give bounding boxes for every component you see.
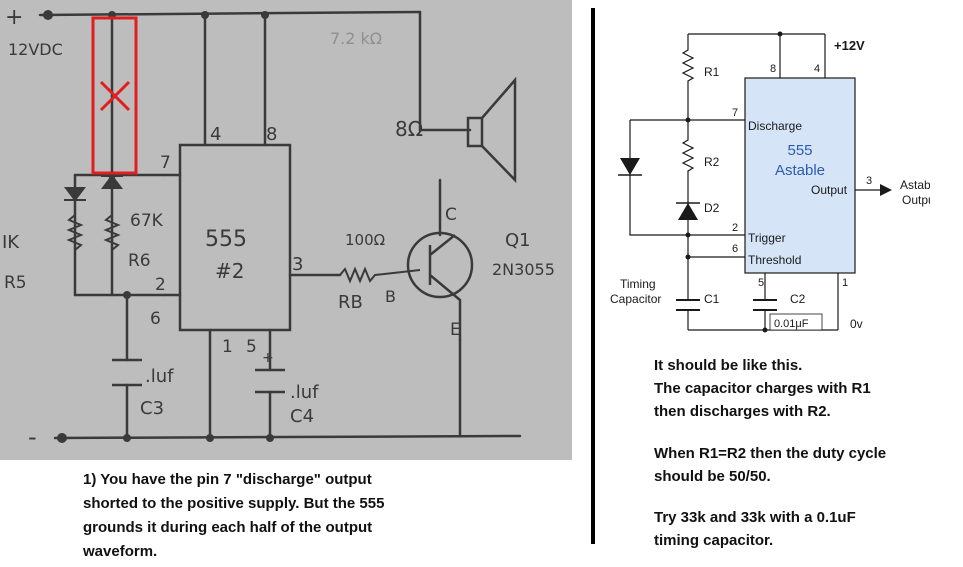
ic-pin2-label: 2 — [155, 275, 166, 295]
right-note-line: It should be like this. — [654, 357, 803, 374]
discharge-pin-label: Discharge — [748, 119, 802, 133]
right-note-line: then discharges with R2. — [654, 403, 831, 420]
right-note-line: timing capacitor. — [654, 532, 774, 549]
r5-name-label: R5 — [4, 273, 27, 293]
right-note-line: The capacitor charges with R1 — [654, 380, 871, 397]
transistor-name-label: Q1 — [505, 230, 531, 251]
ic-pin5-label: 5 — [246, 337, 257, 357]
r6-value-label: 67K — [130, 211, 164, 231]
pin1-number: 1 — [842, 277, 848, 289]
pin4-number: 4 — [814, 63, 820, 75]
right-note-line: should be 50/50. — [654, 468, 771, 485]
timing-capacitor-label-1: Timing — [620, 277, 656, 291]
ic-555-box — [744, 77, 856, 274]
c1-label: C1 — [704, 292, 720, 306]
astable-output-label-2: Output — [902, 193, 930, 207]
pin8-number: 8 — [770, 63, 776, 75]
c3-name-label: C3 — [140, 398, 164, 419]
d2-label: D2 — [704, 201, 720, 215]
right-note-explanation: It should be like this. The capacitor ch… — [654, 354, 954, 423]
timing-capacitor-label-2: Capacitor — [610, 292, 661, 306]
c2-value-label: 0.01μF — [774, 318, 809, 330]
c2-label: C2 — [790, 292, 806, 306]
left-explanation-note: 1) You have the pin 7 "discharge" output… — [83, 468, 553, 564]
collector-label: C — [445, 205, 457, 225]
c4-value-label: .luf — [290, 382, 319, 403]
astable-555-diagram: +12V R1 R2 D2 555 Astable Discharge Outp… — [600, 20, 930, 340]
ic-number-label: #2 — [215, 259, 244, 283]
red-highlight-box — [91, 16, 138, 175]
red-x-mark — [99, 80, 131, 112]
r6-name-label: R6 — [128, 251, 151, 271]
c4-name-label: C4 — [290, 406, 314, 427]
ic-pin1-label: 1 — [222, 337, 233, 357]
left-note-line: grounds it during each half of the outpu… — [83, 519, 373, 536]
supply-label: +12V — [834, 38, 865, 53]
zero-volt-label: 0v — [850, 317, 863, 331]
left-note-line: shorted to the positive supply. But the … — [83, 495, 385, 512]
pin5-number: 5 — [758, 277, 764, 289]
r5-value-label: IK — [2, 232, 20, 253]
supply-voltage-label: 12VDC — [8, 40, 63, 59]
rb-base-label: B — [385, 287, 396, 306]
right-note-suggestion: Try 33k and 33k with a 0.1uF timing capa… — [654, 506, 954, 552]
r1-label: R1 — [704, 65, 720, 79]
trigger-pin-label: Trigger — [748, 231, 786, 245]
emitter-label: E — [450, 320, 461, 340]
vertical-divider — [591, 8, 595, 544]
faint-top-label: 7.2 kΩ — [330, 29, 382, 48]
left-note-line: waveform. — [83, 543, 158, 560]
ic-title-line2: Astable — [775, 162, 825, 179]
ic-name-label: 555 — [205, 227, 247, 252]
c4-plus-label: + — [262, 350, 274, 366]
hand-drawn-schematic-photo: + 12VDC - IK R5 67K R6 555 #2 4 8 7 2 6 … — [0, 0, 572, 460]
pin2-number: 2 — [732, 222, 738, 234]
threshold-pin-label: Threshold — [748, 253, 801, 267]
rb-value-label: 100Ω — [345, 231, 385, 249]
r2-label: R2 — [704, 155, 720, 169]
output-pin-label: Output — [811, 183, 848, 197]
ic-pin4-label: 4 — [210, 124, 221, 145]
ic-title-line1: 555 — [787, 142, 812, 159]
ic-pin3-label: 3 — [292, 254, 303, 275]
right-note-line: When R1=R2 then the duty cycle — [654, 445, 887, 462]
hand-schematic-drawing: + 12VDC - IK R5 67K R6 555 #2 4 8 7 2 6 … — [2, 5, 555, 451]
right-note-line: Try 33k and 33k with a 0.1uF — [654, 509, 856, 526]
pin6-number: 6 — [732, 243, 738, 255]
pin3-number: 3 — [866, 175, 872, 187]
pin7-number: 7 — [732, 107, 738, 119]
left-note-line: 1) You have the pin 7 "discharge" output — [83, 471, 372, 488]
supply-minus-label: - — [28, 423, 37, 451]
ic-pin6-label: 6 — [150, 309, 161, 329]
ic-pin8-label: 8 — [266, 124, 277, 145]
ic-pin7-label: 7 — [160, 153, 171, 173]
astable-schematic: +12V R1 R2 D2 555 Astable Discharge Outp… — [610, 31, 930, 333]
transistor-part-label: 2N3055 — [492, 260, 555, 279]
astable-output-label-1: Astable — [900, 178, 930, 192]
c3-value-label: .luf — [145, 366, 174, 387]
speaker-value-label: 8Ω — [395, 117, 423, 141]
supply-plus-label: + — [5, 5, 23, 30]
right-note-duty-cycle: When R1=R2 then the duty cycle should be… — [654, 442, 954, 488]
rb-name-label: RB — [338, 292, 363, 313]
